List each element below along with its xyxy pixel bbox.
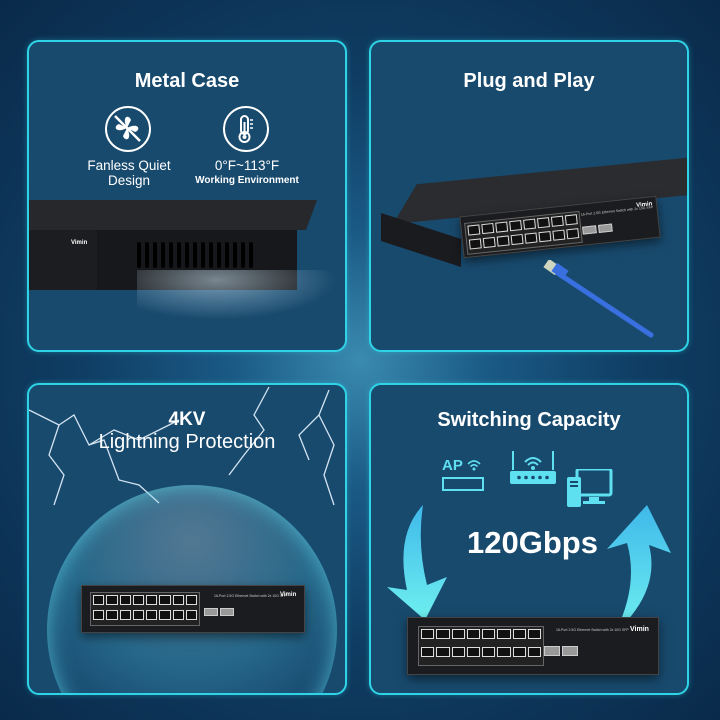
feature-line2: Design xyxy=(107,173,151,188)
card-subtitle: Lightning Protection xyxy=(98,431,276,453)
card-title: 4KV xyxy=(168,409,206,430)
vent-slots xyxy=(137,242,253,268)
switch-side-view: Vimin xyxy=(29,200,337,320)
feature-line2: Working Environment xyxy=(195,175,299,186)
thermometer-icon xyxy=(223,106,269,152)
access-point-icon: AP xyxy=(442,457,484,491)
metal-case-card: Metal Case Fanless Quiet Design 0°F~113°… xyxy=(27,40,347,352)
ethernet-cable-icon xyxy=(541,258,671,340)
arrow-up-icon xyxy=(607,505,671,633)
card-title: Switching Capacity xyxy=(437,409,621,431)
switch-front-view: 16-Port 2.5G Ethernet Switch with 2x 10G… xyxy=(407,617,659,675)
lightning-bolt-icon xyxy=(29,386,335,506)
fanless-feature: Fanless Quiet Design xyxy=(69,158,189,188)
capacity-value: 120Gbps xyxy=(467,525,598,560)
ap-label: AP xyxy=(442,457,463,474)
fanless-icon xyxy=(105,106,151,152)
airflow-effect xyxy=(137,270,337,320)
card-title: Metal Case xyxy=(134,70,240,92)
temperature-feature: 0°F~113°F Working Environment xyxy=(179,158,315,188)
switch-front-view: 16-Port 2.5G Ethernet Switch with 2x 10G… xyxy=(81,585,305,633)
brand-logo: Vimin xyxy=(71,240,88,246)
brand-logo: Vimin xyxy=(280,592,297,598)
desktop-computer-icon xyxy=(567,467,613,512)
feature-line1: Fanless Quiet xyxy=(87,158,171,173)
arrow-down-icon xyxy=(387,505,447,620)
switch-model-label: 16-Port 2.5G Ethernet Switch with 2x 10G… xyxy=(214,594,287,598)
card-title: Plug and Play xyxy=(463,70,595,92)
feature-line1: 0°F~113°F xyxy=(214,158,280,173)
router-icon xyxy=(510,450,556,491)
switch-model-label: 16-Port 2.5G Ethernet Switch with 2x 10G… xyxy=(556,628,629,632)
plug-and-play-card: Plug and Play 16-Port 2.5G Ethernet Swit… xyxy=(369,40,689,352)
switching-capacity-card: Switching Capacity AP xyxy=(369,383,689,695)
lightning-protection-card: 4KV Lightning Protection 16-Port 2.5G Et… xyxy=(27,383,347,695)
brand-logo: Vimin xyxy=(630,626,649,633)
